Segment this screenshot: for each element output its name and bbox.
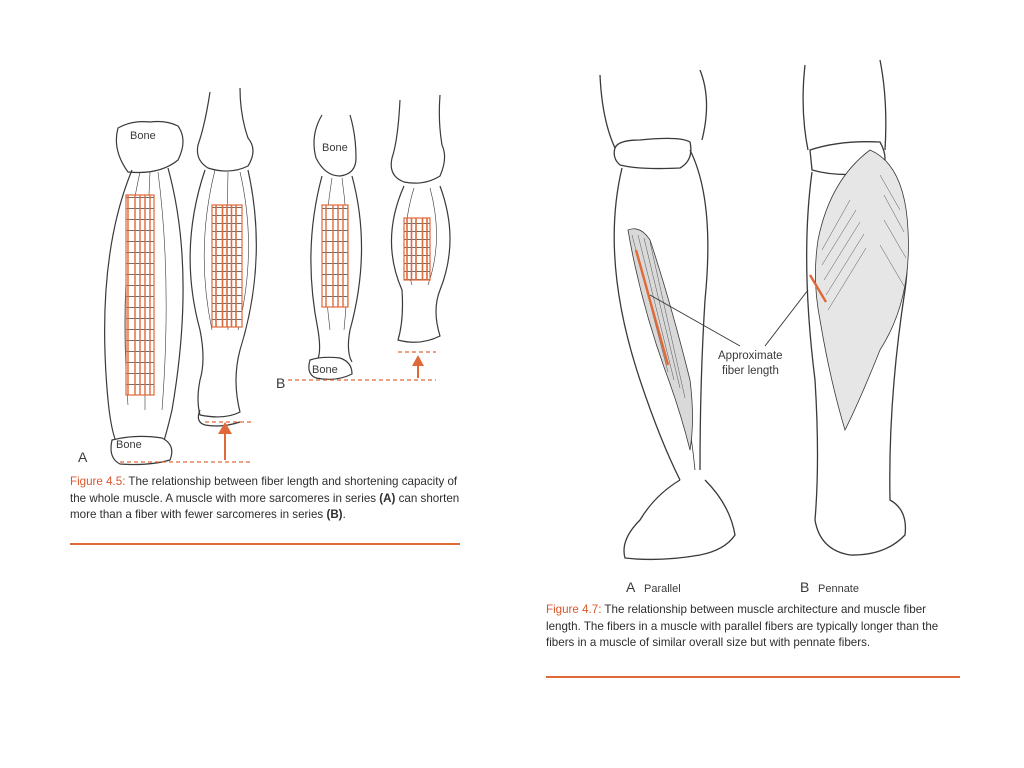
panel-label-a: A	[78, 449, 88, 465]
figure-4-5-illustration: Bone Bone Bone Bone A B	[78, 87, 451, 466]
figure-4-7-label: Figure 4.7:	[546, 603, 602, 616]
sarcomeres-b	[321, 204, 349, 308]
shortening-indicators	[120, 351, 436, 463]
muscle-b-relaxed	[308, 114, 363, 380]
pennate-fibers	[821, 174, 907, 311]
caption-text: The relationship between fiber length an…	[70, 475, 458, 505]
annotation-line-2: fiber length	[722, 365, 779, 377]
bone-label: Bone	[322, 142, 348, 154]
figure-4-7-illustration: Approximate fiber length A Parallel B Pe…	[599, 59, 909, 595]
caption-bold-b: (B)	[326, 508, 343, 521]
bone-label: Bone	[312, 364, 338, 376]
bone-label: Bone	[116, 439, 142, 451]
figure-4-5-label: Figure 4.5:	[70, 475, 126, 488]
panel-name-a: Parallel	[644, 583, 681, 595]
sarcomeres-b-short	[403, 217, 431, 281]
bone-label: Bone	[130, 130, 156, 142]
caption-bold-a: (A)	[379, 491, 396, 505]
fiber-length-marker-a	[634, 249, 670, 366]
caption-text: The relationship between muscle architec…	[546, 603, 939, 649]
panel-label-b: B	[276, 375, 285, 391]
caption-text: .	[342, 508, 346, 521]
figure-4-7-caption: Figure 4.7: The relationship between mus…	[546, 602, 960, 652]
panel-letter-b: B	[800, 579, 809, 595]
caption-text: can shorten more than a fiber with fewer…	[70, 491, 460, 522]
annotation-line-1: Approximate	[718, 350, 783, 362]
leg-a-parallel	[599, 69, 736, 561]
panel-name-b: Pennate	[818, 583, 859, 595]
sarcomeres-a-short	[211, 204, 243, 328]
fiber-length-marker-b	[808, 274, 828, 303]
figure-4-5-caption: Figure 4.5: The relationship between fib…	[70, 474, 462, 524]
caption-rule	[70, 543, 460, 545]
panel-letter-a: A	[626, 579, 636, 595]
caption-rule	[546, 676, 960, 678]
sarcomeres-a	[125, 194, 155, 396]
annotation-leaders	[649, 289, 809, 347]
